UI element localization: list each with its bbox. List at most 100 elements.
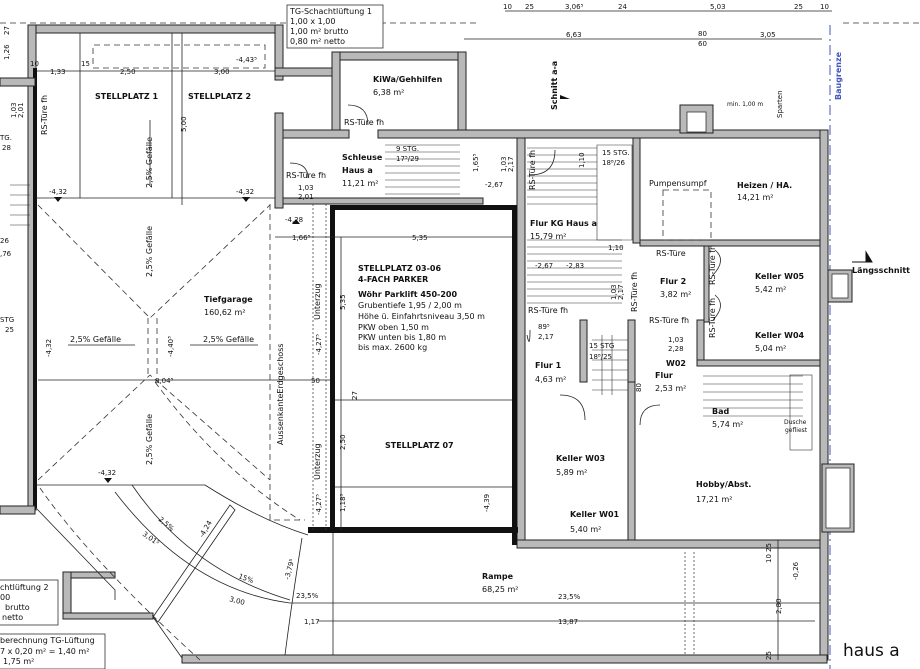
dim: 2,50: [339, 434, 347, 450]
dim: 1,17: [304, 618, 320, 626]
door-label: RS-Türe: [656, 249, 686, 258]
section-marker-icon: [560, 95, 570, 110]
room-tiefgarage-name: Tiefgarage: [204, 295, 253, 304]
dim: 80: [698, 30, 707, 38]
longitudinal-section-label: Längsschnitt: [852, 266, 910, 275]
slope-label: 2,5% Gefälle: [203, 335, 254, 344]
room-keller-w05-area: 5,42 m²: [755, 285, 786, 294]
dim: 10: [30, 60, 39, 68]
parker-model: Wöhr Parklift 450-200: [358, 290, 458, 299]
dim-fragment: ,76: [0, 250, 12, 258]
dusche-label: Dusche: [784, 419, 807, 426]
dimension-lines: [37, 10, 832, 660]
note-line: chtlüftung 2: [0, 583, 49, 592]
staircase: [10, 144, 813, 451]
dim: 50: [311, 377, 320, 385]
level: -4,27⁵: [315, 494, 323, 515]
parker-spec: PKW unten bis 1,80 m: [358, 333, 446, 342]
room-flur2-area: 3,82 m²: [660, 290, 691, 299]
door-label: RS-Türe fh: [708, 245, 717, 285]
room-heizen-name: Heizen / HA.: [737, 181, 792, 190]
room-schleuse-name2: Haus a: [342, 166, 373, 175]
dim: 5,00: [180, 116, 188, 132]
dim: 5,03: [710, 3, 726, 11]
dim: 5,35: [412, 234, 428, 242]
room-pumpensumpf: Pumpensumpf: [649, 179, 707, 188]
dim: 27: [351, 391, 359, 400]
room-keller-w03-name: Keller W03: [556, 454, 605, 463]
room-schleuse-area: 11,21 m²: [342, 179, 378, 188]
ramp-lines: [114, 204, 820, 656]
dim: 1,10: [578, 152, 586, 168]
dim: 3,05: [760, 31, 776, 39]
room-heizen-area: 14,21 m²: [737, 193, 773, 202]
room-hobby-name: Hobby/Abst.: [696, 480, 751, 489]
door-label: RS-Türe fh: [40, 95, 49, 135]
dim: 2,80: [775, 598, 783, 614]
dim: 3,00: [228, 595, 245, 607]
level: -2,83: [566, 262, 584, 270]
level: -2,67: [485, 181, 503, 189]
wall-diagonal: [35, 507, 116, 600]
dim: 2,50: [120, 68, 136, 76]
room-keller-w01-area: 5,40 m²: [570, 525, 601, 534]
room-flur1-name: Flur 1: [535, 361, 562, 370]
room-keller-w03-area: 5,89 m²: [556, 468, 587, 477]
room-w02-sub: Flur: [655, 371, 673, 380]
dim: 1,03: [500, 156, 508, 172]
dim-fragment: 25: [5, 326, 14, 334]
parker-spec: PKW oben 1,50 m: [358, 323, 429, 332]
dim: 1,03: [298, 184, 314, 192]
dim: 25: [765, 651, 773, 660]
room-flur-kg-area: 15,79 m²: [530, 232, 566, 241]
parker-description: STELLPLATZ 03-06 4-FACH PARKER Wöhr Park…: [358, 264, 485, 352]
dim: 3,00: [214, 68, 230, 76]
stair-label: 17⁵/29: [396, 155, 419, 163]
stair-label: 18⁸/26: [602, 159, 626, 167]
dim-fragment: 27: [3, 26, 11, 35]
tg-schachtluftung-2-note: chtlüftung 2 00 brutto netto: [0, 579, 59, 626]
door-label: RS-Türe fh: [528, 150, 537, 190]
dim: 10: [503, 3, 512, 11]
beam-label: Unterzug: [313, 443, 322, 480]
door-label: RS-Türe fh: [344, 118, 384, 127]
room-stellplatz-07: STELLPLATZ 07: [385, 441, 454, 450]
wall-curve: [204, 484, 309, 536]
dim: 80: [635, 383, 643, 392]
level: -4,28: [285, 216, 303, 224]
slope: 23,5%: [558, 593, 581, 601]
room-schleuse-name: Schleuse: [342, 153, 383, 162]
note-line: 1,75 m²: [3, 657, 34, 666]
parker-spec: Höhe ü. Einfahrtsniveau 3,50 m: [358, 312, 485, 321]
room-flur2-name: Flur 2: [660, 277, 686, 286]
section-label: Schnitt a-a: [550, 61, 559, 110]
room-w02-name: W02: [666, 359, 686, 368]
beam-label: Unterzug: [313, 283, 322, 320]
dim: 1,03: [610, 284, 618, 300]
dim: 10: [765, 554, 773, 563]
stair-label: 18⁸/25: [589, 353, 612, 361]
dim: 1,10: [608, 244, 624, 252]
note-line: 0,80 m² netto: [290, 37, 345, 46]
slope-label: 2,5% Gefälle: [70, 335, 121, 344]
note-line: 1,00 m² brutto: [290, 27, 349, 36]
dim: 24: [618, 3, 627, 11]
dim: 15: [81, 60, 90, 68]
note-line: TG-Schachtlüftung 1: [289, 7, 372, 16]
room-keller-w04-area: 5,04 m²: [755, 344, 786, 353]
dim: 1,18⁵: [339, 493, 347, 512]
dim: 6,63: [566, 31, 582, 39]
section-marker-icon: [852, 250, 873, 263]
dim: 60: [698, 40, 707, 48]
room-tiefgarage-area: 160,62 m²: [204, 308, 246, 317]
wall-diagonal: [152, 616, 183, 659]
slope-label: 2,5% Gefälle: [145, 414, 154, 465]
level: -4,39: [483, 494, 491, 512]
slope: 2,5%: [157, 515, 176, 533]
room-rampe-name: Rampe: [482, 572, 514, 581]
dim: 2,28: [668, 345, 684, 353]
dim: 1,03: [10, 102, 18, 118]
note-line: netto: [2, 613, 23, 622]
sparten-label: Sparten: [776, 90, 784, 118]
